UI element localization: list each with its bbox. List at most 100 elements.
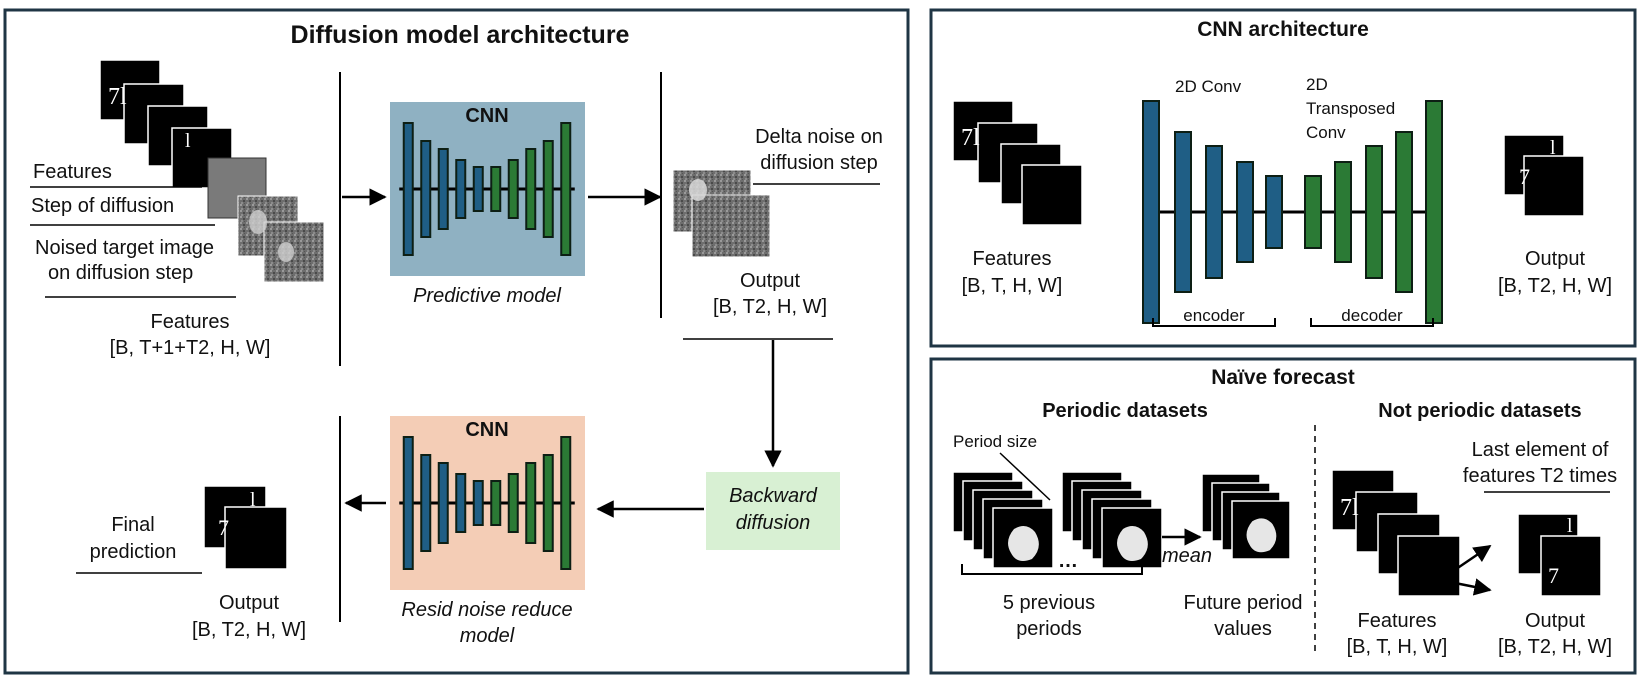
digit-glyph: 7l [108,84,127,110]
final-prediction-image [224,506,288,570]
cnn-input-dims: [B, T, H, W] [962,275,1063,297]
digit-glyph: l [185,130,191,152]
diffusion-panel-border [3,8,910,675]
ice-shape [1117,526,1148,561]
tconv-label-line3: Conv [1306,123,1346,142]
decoder-layer-bar [560,436,572,570]
digit-glyph: 7 [218,515,229,540]
digit-glyph: 7l [961,125,980,151]
decoder-layer-bar [525,148,537,230]
delta-noise-label-line1: Delta noise on [755,126,883,148]
np-features-label: Features [1358,610,1437,632]
noised-blob [278,242,294,262]
future-values-line2: values [1214,618,1272,640]
ice-shape [1246,518,1277,553]
last-element-line2: features T2 times [1463,465,1617,487]
encoder-layer-bar [420,140,432,238]
digit-glyph: 7 [1519,164,1530,189]
np-output-label: Output [1525,610,1585,632]
encoder-bracket [1152,318,1276,327]
conv-label: 2D Conv [1175,77,1242,96]
noised-blob [249,210,267,234]
period-size-pointer [999,452,1051,501]
decoder-layer-bar [1304,175,1322,249]
np-output-dims: [B, T2, H, W] [1498,636,1612,658]
decoder-layer-bar [542,140,554,238]
encoder-layer-bar [420,454,432,552]
ellipsis: … [1058,550,1078,572]
tconv-label-line2: Transposed [1306,99,1395,118]
diffusion-panel: Diffusion model architecture 7l l Featur… [3,8,910,675]
not-periodic-heading: Not periodic datasets [1378,400,1581,422]
decoder-label: decoder [1341,306,1403,325]
diffusion-output-label: Output [740,270,800,292]
decoder-layer-bar [490,166,502,212]
resid-unet-diagram [399,436,575,570]
diffusion-input-stack: 7l l [99,59,325,283]
delta-noise-label-line2: diffusion step [760,152,878,174]
last-element-line1: Last element of [1472,439,1609,461]
decoder-layer-bar [560,122,572,256]
ice-map-stack-right [1201,473,1291,560]
decoder-layer-bar [525,462,537,544]
naive-panel-title: Naïve forecast [1211,366,1355,389]
final-output-dims: [B, T2, H, W] [192,619,306,641]
step-of-diffusion-label: Step of diffusion [31,195,174,217]
encoder-layer-bar [455,159,467,219]
resid-cnn-title: CNN [465,419,508,441]
resid-model-caption-line1: Resid noise reduce [401,599,572,621]
decoder-layer-bar [490,480,502,526]
cnn-architecture-unet [1142,100,1443,324]
digit-glyph: l [250,489,256,511]
np-arrow-up [1439,544,1492,582]
final-prediction-line2: prediction [90,541,177,563]
digit-glyph: 7l [1340,495,1359,521]
encoder-layer-bar [472,166,484,212]
cnn-output-dims: [B, T2, H, W] [1498,275,1612,297]
cnn-panel-border [929,8,1637,348]
predictive-unet-diagram [399,122,575,256]
backward-diffusion-box [706,472,840,550]
noised-target-label-line2: on diffusion step [48,262,193,284]
final-prediction-line1: Final [111,514,154,536]
ice-map-stack-middle [1061,471,1163,569]
decoder-bracket [1310,318,1434,327]
ice-shape [1008,526,1039,561]
input-features-dims: [B, T+1+T2, H, W] [110,337,271,359]
encoder-label: encoder [1183,306,1245,325]
previous-periods-bracket [961,564,1143,575]
encoder-layer-bar [402,122,414,256]
digit-glyph: l [1550,137,1556,159]
mean-label: mean [1162,545,1212,567]
period-size-label: Period size [953,432,1037,451]
decoder-layer-bar [542,454,554,552]
input-features-label: Features [151,311,230,333]
decoder-layer-bar [1365,145,1383,279]
encoder-layer-bar [1174,131,1192,293]
resid-model-caption-line2: model [460,625,515,647]
noised-target-label-line1: Noised target image [35,237,214,259]
encoder-layer-bar [437,462,449,544]
cnn-output-label: Output [1525,248,1585,270]
decoder-layer-bar [507,159,519,219]
encoder-layer-bar [1236,161,1254,263]
cnn-output-image [1523,155,1585,217]
decoder-layer-bar [507,473,519,533]
decoder-layer-bar [1334,161,1352,263]
encoder-layer-bar [1205,145,1223,279]
encoder-layer-bar [437,148,449,230]
tconv-label-line1: 2D [1306,75,1328,94]
cnn-panel-title: CNN architecture [1197,18,1369,41]
future-values-line1: Future period [1184,592,1303,614]
np-arrow-down [1439,578,1492,596]
backward-diffusion-line2: diffusion [736,512,811,534]
previous-periods-line2: periods [1016,618,1082,640]
backward-diffusion-line1: Backward [729,485,818,507]
previous-periods-line1: 5 previous [1003,592,1095,614]
delta-noise-image [691,194,771,258]
predictive-model-caption: Predictive model [413,285,561,307]
naive-panel-border [929,357,1637,675]
naive-forecast-panel: Naïve forecast Periodic datasets Not per… [929,357,1637,675]
np-features-dims: [B, T, H, W] [1347,636,1448,658]
